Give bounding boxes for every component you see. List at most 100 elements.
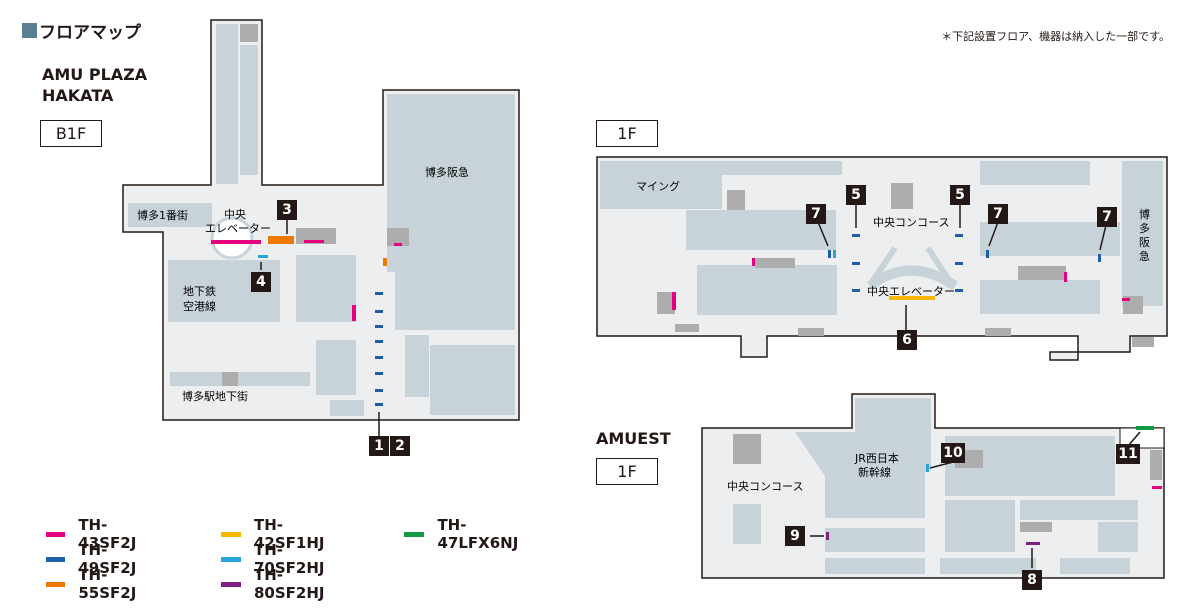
amuest-room	[1020, 500, 1138, 520]
b1f-label-subway1: 地下鉄	[183, 284, 216, 298]
screen-th-49sf2j	[375, 292, 383, 295]
legend-swatch	[221, 581, 241, 587]
marker[interactable]: 8	[1022, 570, 1042, 590]
screen-th-49sf2j	[852, 234, 860, 237]
amuest-room	[733, 434, 761, 464]
legend-item: TH-47LFX6NJ	[404, 516, 524, 552]
marker[interactable]: 7	[806, 204, 826, 224]
marker[interactable]: 4	[251, 272, 271, 292]
f1-room	[675, 324, 699, 332]
f1-pillars	[891, 183, 913, 209]
f1-elevator-line	[925, 246, 953, 284]
screen-th-43sf2j	[211, 240, 261, 244]
b1f-label-subway2: 空港線	[183, 299, 216, 313]
screen-th-43sf2j	[352, 305, 356, 321]
screen-th-70sf2hj	[926, 464, 929, 472]
amuest-room	[733, 504, 761, 544]
amuest-room	[1150, 450, 1162, 480]
screen-th-49sf2j	[852, 289, 860, 292]
legend-label: TH-80SF2HJ	[253, 566, 325, 602]
page-title: フロアマップ	[22, 18, 141, 43]
legend-item: TH-42SF1HJ	[221, 516, 331, 552]
legend-label: TH-70SF2HJ	[253, 541, 325, 577]
f1-room	[980, 161, 1090, 185]
page-title-text: フロアマップ	[39, 23, 141, 43]
amuest-map: 中央コンコース JR西日本 新幹線	[701, 393, 1165, 579]
f1-label-hankyu-1: 博	[1139, 208, 1150, 221]
marker[interactable]: 3	[277, 200, 297, 220]
screen-th-55sf2j	[383, 258, 387, 266]
amuest-screens	[826, 426, 1162, 545]
b1f-room	[430, 345, 515, 415]
f1-label-maing: マイング	[636, 179, 680, 193]
b1f-label-chuo2: エレベーター	[205, 222, 271, 235]
f1-room	[1132, 337, 1154, 347]
marker[interactable]: 6	[897, 330, 917, 350]
screen-th-43sf2j	[1122, 298, 1130, 301]
marker[interactable]: 7	[1097, 207, 1117, 227]
screen-th-55sf2j	[268, 236, 294, 244]
marker-7-arrow	[817, 221, 829, 247]
screen-th-49sf2j	[955, 234, 963, 237]
legend-item: TH-55SF2J	[46, 566, 143, 602]
floor-label-b1f: B1F	[40, 120, 102, 147]
amuest-label-jr1: JR西日本	[854, 451, 899, 465]
marker[interactable]: 9	[785, 526, 805, 546]
screen-th-49sf2j	[828, 250, 831, 258]
screen-th-47lfx6nj	[1136, 426, 1154, 430]
amuest-room-jr	[795, 398, 931, 518]
screen-th-70sf2hj	[258, 255, 268, 258]
f1-label-hankyu-2: 多	[1139, 221, 1150, 235]
b1f-room	[316, 340, 356, 395]
screen-th-49sf2j	[1098, 254, 1101, 262]
marker[interactable]: 10	[941, 443, 965, 463]
legend-label: TH-49SF2J	[78, 541, 137, 577]
marker-7-arrow	[1099, 224, 1107, 251]
marker[interactable]: 7	[988, 204, 1008, 224]
f1-room	[1018, 266, 1066, 280]
f1-room	[980, 280, 1100, 314]
f1-room	[727, 190, 745, 210]
b1f-room	[387, 228, 409, 246]
marker[interactable]: 1	[369, 436, 389, 456]
b1f-room	[405, 335, 429, 397]
screen-th-43sf2j	[394, 243, 402, 246]
f1-room-maing	[600, 161, 722, 209]
screen-th-43sf2j	[1152, 486, 1162, 489]
b1f-room	[240, 45, 258, 175]
f1-room	[980, 222, 1120, 256]
screen-th-43sf2j	[672, 292, 676, 310]
b1f-label-hakata1: 博多1番街	[137, 208, 188, 222]
screen-th-43sf2j	[304, 240, 324, 243]
screen-th-49sf2j	[375, 403, 383, 406]
amuest-room	[1098, 522, 1138, 552]
marker[interactable]: 2	[390, 436, 410, 456]
f1-screens	[672, 234, 1130, 310]
screen-th-43sf2j	[1064, 272, 1067, 282]
marker[interactable]: 11	[1116, 444, 1140, 464]
legend-label: TH-55SF2J	[78, 566, 137, 602]
screen-th-49sf2j	[375, 325, 383, 328]
legend-item: TH-49SF2J	[46, 541, 143, 577]
amu-plaza-name-line1: AMU PLAZA	[42, 65, 148, 84]
b1f-room	[216, 24, 238, 184]
marker[interactable]: 5	[846, 185, 866, 205]
amuest-room	[1020, 522, 1052, 532]
f1-room	[697, 265, 837, 315]
screen-th-49sf2j	[375, 389, 383, 392]
f1-label-hankyu-4: 急	[1139, 249, 1150, 263]
screen-th-42sf1hj	[889, 296, 935, 300]
amuest-label-concourse: 中央コンコース	[727, 480, 803, 493]
amuest-room	[940, 558, 1036, 574]
b1f-room	[222, 372, 238, 386]
legend-swatch	[221, 556, 241, 562]
marker[interactable]: 5	[950, 185, 970, 205]
screen-th-49sf2j	[955, 262, 963, 265]
b1f-label-hankyu: 博多阪急	[425, 165, 469, 179]
amuest-room	[825, 558, 925, 574]
floor-label-1f: 1F	[596, 120, 658, 147]
screen-th-49sf2j	[852, 262, 860, 265]
f1-elevator-line	[869, 246, 898, 284]
screen-th-49sf2j	[375, 372, 383, 375]
